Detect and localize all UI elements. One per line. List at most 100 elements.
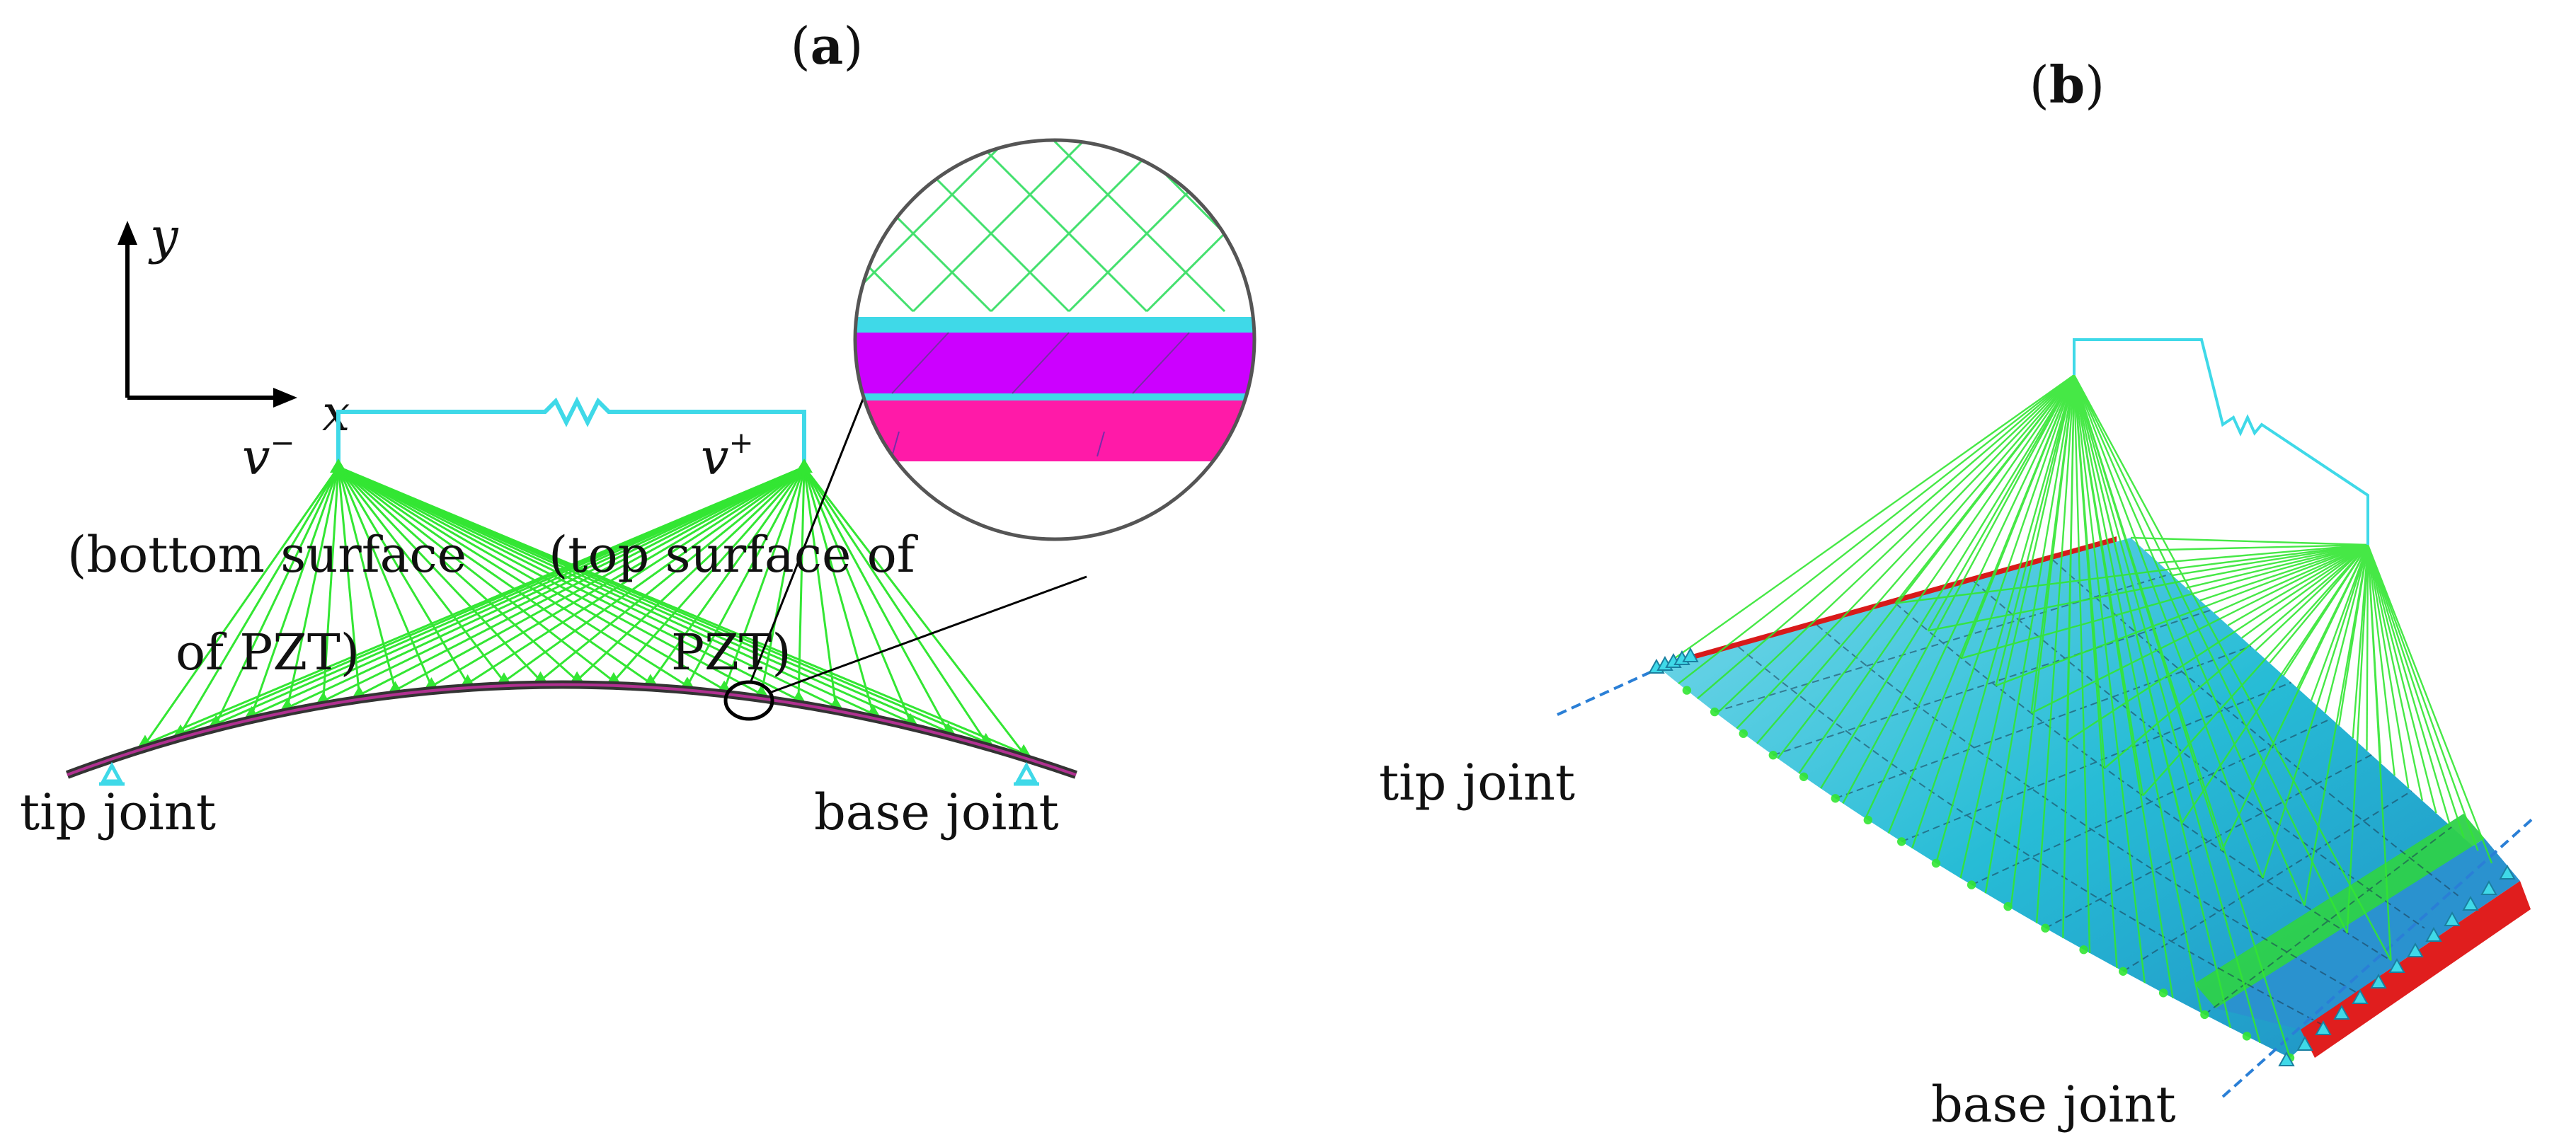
coupling-line-b (2221, 544, 2369, 851)
circuit-wire (336, 396, 806, 467)
coupling-line-a (803, 466, 988, 743)
coupling-line-b (2158, 543, 2369, 564)
coupling-line-a (576, 466, 806, 681)
coupling-line-b (2303, 544, 2369, 906)
zoom-source-circle (723, 680, 774, 721)
coupling-line-a (503, 466, 805, 683)
coupling-line-b (1927, 374, 2076, 631)
coupling-line-b (2104, 544, 2369, 769)
coupling-line-a (251, 466, 340, 716)
coupling-line-a (214, 466, 340, 725)
coupling-line-a (723, 466, 806, 691)
base-support-icon (2462, 895, 2479, 911)
coordinate-axes: y x (118, 207, 350, 442)
grid-line-across (2204, 826, 2452, 1015)
coupling-line-b (1984, 374, 2076, 894)
edge-node-icon (1710, 707, 1719, 717)
coupling-line-b (2366, 544, 2392, 961)
zoom-substrate-layer (855, 400, 1254, 461)
coupling-line-a (337, 466, 542, 681)
edge-node-icon (2041, 923, 2050, 933)
coupling-line-b (1959, 374, 2076, 879)
coupling-line-a (649, 466, 806, 684)
surface-grid (1714, 559, 2459, 1027)
coupling-line-a (612, 466, 806, 682)
coupling-line-a (337, 466, 396, 691)
base-joint-axis (2221, 816, 2536, 1098)
grid-line-along (1894, 602, 2392, 962)
panel-a-label: (a) (791, 16, 864, 76)
coupling-line-b (2073, 374, 2203, 1013)
coupling-line-a (803, 466, 837, 707)
coupling-line-b (2073, 374, 2232, 1028)
coupling-line-a (337, 466, 578, 681)
v-minus-label: v− (242, 425, 295, 486)
coupling-line-b (2030, 543, 2369, 714)
resistor-wire-b (2073, 338, 2369, 545)
coupling-line-b (1697, 374, 2075, 700)
base-blue-region (2216, 838, 2520, 1030)
coupling-line-b (2010, 374, 2076, 909)
coupling-line-b (1678, 374, 2075, 685)
coupling-line-b (2073, 374, 2118, 969)
coupling-line-b (2366, 544, 2437, 814)
edge-node-icon (2079, 945, 2088, 955)
coupling-line-a (803, 466, 1025, 754)
edge-node-icon (2003, 901, 2013, 911)
edge-node-icon (1739, 729, 1748, 738)
tip-joint-label-a: tip joint (20, 783, 216, 841)
coupling-line-a (338, 466, 614, 682)
coupling-line-b (2214, 543, 2369, 614)
coupling-line-b (1798, 374, 2075, 774)
coupling-line-a (337, 466, 469, 684)
base-support-icon (2315, 1020, 2332, 1035)
grid-line-along (1816, 624, 2358, 994)
coupling-line-b (2073, 374, 2291, 1059)
coupling-line-a (338, 466, 1024, 755)
tip-support-icon (99, 761, 125, 786)
coupling-line-a (337, 466, 505, 683)
base-support-icon (2352, 989, 2369, 1004)
coupling-line-b (2073, 374, 2348, 934)
coupling-lines-b (1655, 374, 2493, 1063)
edge-node-icon (1863, 815, 1873, 825)
coupling-line-a (430, 466, 805, 688)
coupling-line-b (1911, 374, 2076, 849)
coupling-line-b (2366, 544, 2395, 776)
coupling-line-b (2199, 543, 2369, 601)
coupling-line-a (797, 466, 806, 701)
edge-node-icon (2242, 1032, 2252, 1041)
zoom-inset-border (853, 138, 1256, 541)
top-surface-label-line2: PZT) (671, 623, 791, 681)
zoom-inset (853, 138, 1256, 541)
v-minus-node-icon (330, 459, 347, 473)
coupling-line-b (1865, 374, 2076, 819)
edge-node-icon (2158, 989, 2168, 998)
coupling-line-a (337, 466, 433, 687)
support-markers-b (1648, 647, 2516, 1066)
coupling-line-b (2227, 543, 2369, 626)
coupling-line-b (1895, 543, 2369, 604)
coupling-line-b (2073, 374, 2261, 1044)
coupling-line-b (2241, 544, 2369, 639)
coupling-line-a (466, 466, 805, 685)
coupling-line-b (2035, 374, 2076, 923)
coupling-line-b (2346, 544, 2369, 933)
coupling-line-b (2062, 374, 2076, 938)
base-support-icon (2480, 880, 2497, 895)
base-support-icon (2278, 1051, 2295, 1066)
zoom-leader-line-lower (771, 575, 1087, 693)
coupling-line-b (2262, 544, 2369, 879)
base-support-icon (2425, 926, 2442, 942)
coupling-line-a (338, 466, 762, 696)
zoom-electrode-top (855, 317, 1254, 333)
v-plus-label: v+ (701, 425, 754, 486)
front-red-strip (2301, 881, 2531, 1058)
coupling-line-b (2324, 544, 2369, 713)
edge-node-icon (2200, 1010, 2209, 1020)
coupling-line-b (2130, 536, 2369, 546)
coupling-line-a (144, 466, 340, 745)
coupling-line-b (2366, 544, 2479, 851)
